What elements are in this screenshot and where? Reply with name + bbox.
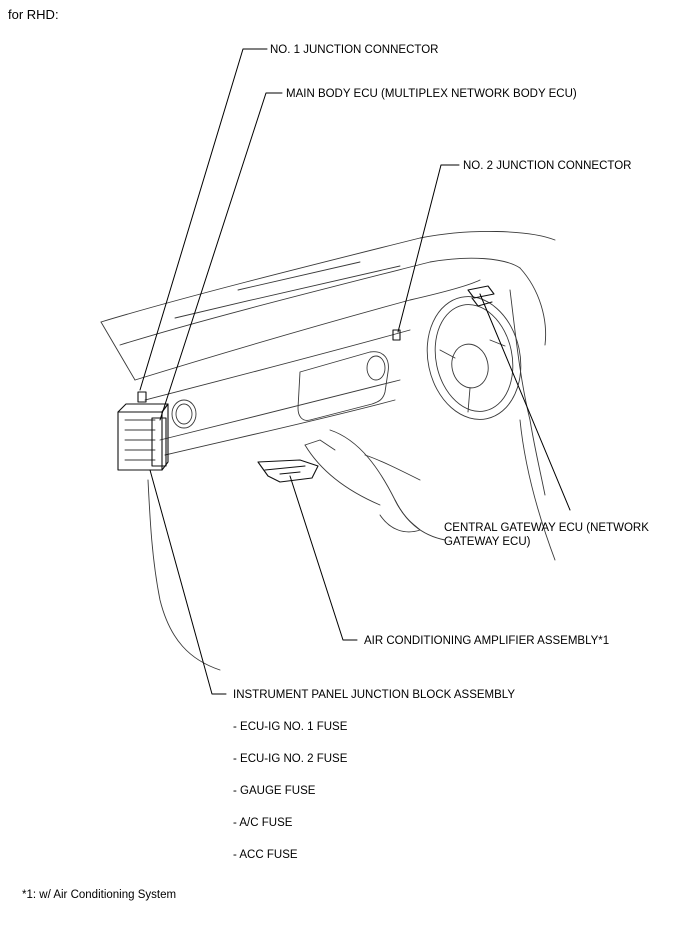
leader-no1-junction bbox=[139, 48, 268, 391]
junction-block bbox=[117, 411, 163, 471]
center-panel bbox=[297, 351, 389, 421]
no2-junction-connector-part bbox=[392, 329, 401, 341]
label-central-gateway-ecu-line1: CENTRAL GATEWAY ECU (NETWORK bbox=[444, 522, 649, 534]
ac-amplifier-part bbox=[257, 459, 319, 483]
page-header: for RHD: bbox=[8, 7, 59, 22]
label-air-conditioning-amplifier: AIR CONDITIONING AMPLIFIER ASSEMBLY*1 bbox=[364, 635, 610, 647]
label-central-gateway-ecu-line2: GATEWAY ECU) bbox=[444, 536, 531, 548]
fuse-item: - GAUGE FUSE bbox=[233, 785, 316, 797]
label-no2-junction-connector: NO. 2 JUNCTION CONNECTOR bbox=[463, 160, 632, 172]
main-body-ecu bbox=[151, 417, 167, 467]
leader-central-gateway bbox=[479, 293, 571, 511]
leader-no2-junction bbox=[397, 164, 460, 333]
left-vent bbox=[171, 399, 197, 429]
fuse-item: - ECU-IG NO. 2 FUSE bbox=[233, 753, 348, 765]
label-main-body-ecu: MAIN BODY ECU (MULTIPLEX NETWORK BODY EC… bbox=[286, 88, 577, 100]
central-gateway-ecu-part bbox=[467, 285, 495, 307]
label-instrument-panel-junction-block: INSTRUMENT PANEL JUNCTION BLOCK ASSEMBLY bbox=[233, 689, 516, 701]
leader-junction-block bbox=[149, 469, 227, 695]
label-no1-junction-connector: NO. 1 JUNCTION CONNECTOR bbox=[270, 44, 439, 56]
fuse-item: - ECU-IG NO. 1 FUSE bbox=[233, 721, 348, 733]
leader-main-body-ecu bbox=[159, 92, 283, 421]
fuse-item: - ACC FUSE bbox=[233, 849, 298, 861]
leader-ac-amplifier bbox=[289, 475, 358, 641]
fuse-item: - A/C FUSE bbox=[233, 817, 293, 829]
footnote: *1: w/ Air Conditioning System bbox=[22, 889, 177, 901]
dashboard-outline bbox=[100, 231, 556, 323]
steering-wheel bbox=[426, 296, 522, 420]
